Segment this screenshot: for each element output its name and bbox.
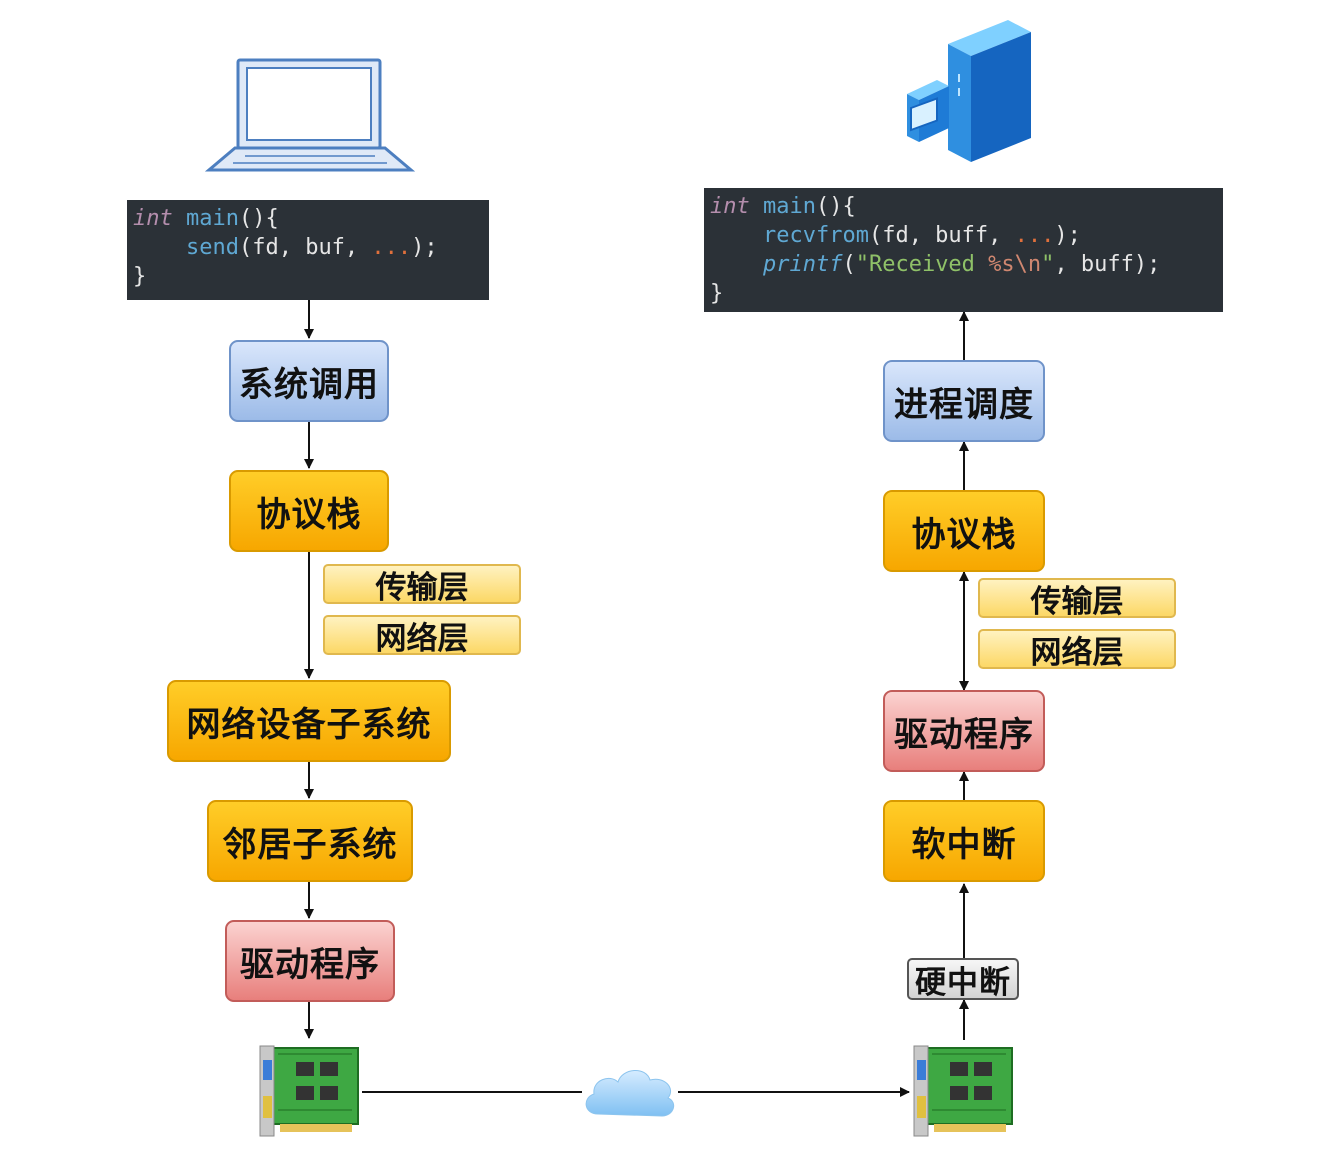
softirq-box: 软中断 (883, 800, 1045, 882)
code-text: ( (842, 252, 856, 277)
hardirq-box: 硬中断 (907, 958, 1019, 1001)
cloud-icon (585, 1070, 675, 1117)
code-text: ); (411, 235, 438, 260)
code-text: (){ (238, 206, 279, 231)
code-function: send (185, 235, 239, 260)
driver-box: 驱动程序 (883, 690, 1045, 772)
code-text: , buff); (1054, 252, 1161, 277)
network-layer-box: 网络层 (323, 615, 521, 657)
server-icon (907, 20, 1031, 162)
syscall-box: 系统调用 (229, 340, 389, 422)
transport-layer-box: 传输层 (323, 564, 521, 606)
code-format: %s\n (988, 252, 1042, 277)
code-function: main (763, 194, 816, 219)
driver-box: 驱动程序 (225, 920, 395, 1002)
protocol-stack-box: 协议栈 (229, 470, 389, 552)
network-card-icon (913, 1045, 1013, 1137)
receiver-code-block: int main(){ recvfrom(fd, buff, ...); pri… (704, 188, 1223, 312)
protocol-stack-box: 协议栈 (883, 490, 1045, 572)
code-text: (fd, buf, (238, 235, 372, 260)
code-text: (){ (815, 194, 856, 219)
neighbor-subsystem-box: 邻居子系统 (207, 800, 413, 882)
sender-code-block: int main(){ send(fd, buf, ...); } (127, 200, 489, 300)
code-text: (fd, buff, (868, 223, 1015, 248)
code-string: " (1041, 252, 1055, 277)
code-text: } (133, 264, 147, 289)
laptop-icon (205, 58, 415, 172)
code-function: printf (762, 252, 843, 277)
netdev-subsystem-box: 网络设备子系统 (167, 680, 451, 762)
network-layer-box: 网络层 (978, 629, 1176, 671)
code-function: main (186, 206, 239, 231)
code-text: } (710, 281, 724, 306)
process-scheduling-box: 进程调度 (883, 360, 1045, 442)
code-ellipsis: ... (371, 235, 412, 260)
code-string: "Received (855, 252, 989, 277)
code-keyword: int (710, 194, 750, 219)
transport-layer-box: 传输层 (978, 578, 1176, 620)
code-function: recvfrom (762, 223, 869, 248)
code-keyword: int (133, 206, 173, 231)
code-ellipsis: ... (1014, 223, 1055, 248)
network-card-icon (259, 1045, 359, 1137)
code-text: ); (1054, 223, 1081, 248)
